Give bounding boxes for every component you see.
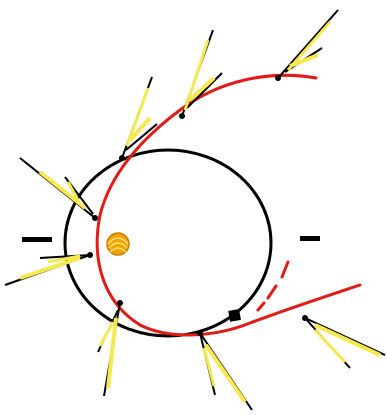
sun-icon xyxy=(107,233,129,255)
comet-tail-7 xyxy=(200,333,252,410)
comet-trajectory-upper xyxy=(97,75,360,335)
comet-tail-6 xyxy=(98,303,120,396)
right-label-blob xyxy=(300,236,320,241)
comet-tail-5 xyxy=(5,255,90,285)
left-label-blob xyxy=(22,237,52,242)
comet-tail-2 xyxy=(182,30,222,116)
comet-tail-1 xyxy=(278,10,338,78)
comet-trajectory-dash xyxy=(258,262,288,310)
comet-tail-8 xyxy=(305,318,385,368)
comet-nucleus-icon xyxy=(228,309,241,322)
comet-positions xyxy=(87,75,308,336)
